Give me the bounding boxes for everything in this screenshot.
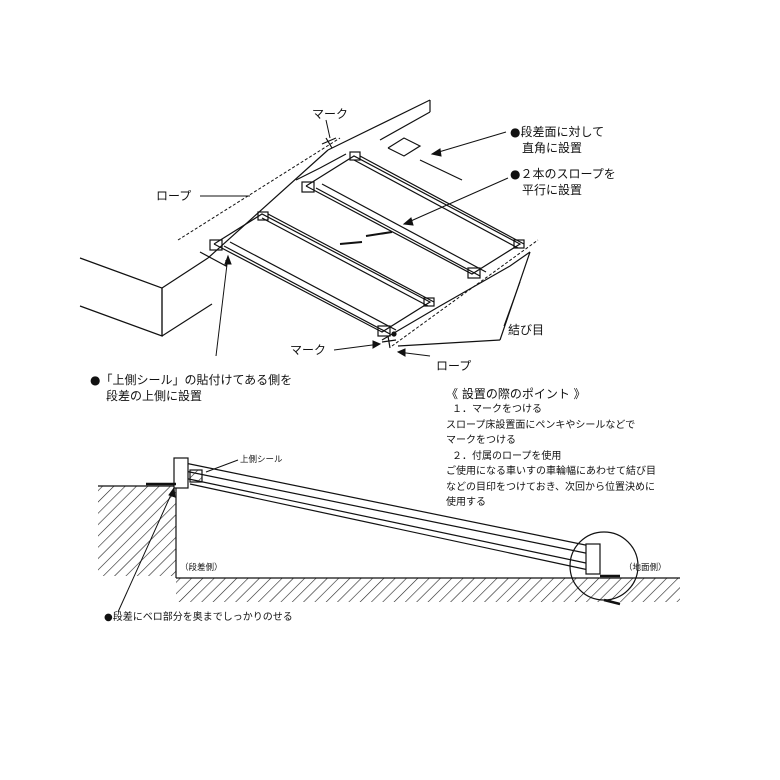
note-parallel-line2: 平行に設置	[522, 182, 582, 197]
points-line-2: スロープ床設置面にペンキやシールなどで	[446, 418, 635, 431]
lower-labels: 上側シール （段差側） （地面側） ●段差にベロ部分を奥までしっかりのせる	[104, 454, 667, 623]
label-mark-top: マーク	[312, 107, 348, 121]
points-heading: 《 設置の際のポイント 》	[446, 386, 586, 401]
label-ground-side: （地面側）	[624, 562, 667, 573]
note-seal-side-line1: ●「上側シール」の貼付けてある側を	[90, 372, 292, 387]
upper-leader-lines	[200, 119, 521, 357]
installation-points: 《 設置の際のポイント 》 １．マークをつける スロープ床設置面にペンキやシール…	[446, 386, 656, 508]
mark-top	[321, 137, 337, 149]
knot-marker	[391, 331, 397, 337]
isometric-ramp-view	[79, 99, 539, 349]
label-mark-bottom: マーク	[290, 343, 326, 357]
label-knot: 結び目	[508, 323, 544, 337]
points-line-7: 使用する	[446, 495, 486, 508]
lower-ground-hatch	[176, 578, 680, 602]
upper-labels: マーク ロープ ●段差面に対して 直角に設置 ●２本のスロープを 平行に設置 結…	[90, 107, 616, 403]
lower-leader-lines	[117, 459, 239, 613]
side-view	[98, 457, 680, 606]
label-step-side: （段差側）	[180, 562, 223, 573]
note-right-angle-line2: 直角に設置	[522, 140, 582, 155]
top-seal	[189, 469, 203, 483]
rope	[177, 137, 539, 347]
ramp-side-body	[146, 457, 620, 578]
ramp-right	[295, 151, 525, 279]
points-line-5: ご使用になる車いすの車輪幅にあわせて結び目	[446, 464, 656, 477]
label-rope-left: ロープ	[156, 189, 191, 203]
note-seal-side-line2: 段差の上側に設置	[106, 388, 202, 403]
note-right-angle-line1: ●段差面に対して	[510, 124, 604, 139]
label-rope-bottom: ロープ	[436, 359, 471, 373]
mark-bottom	[381, 335, 397, 349]
step-block	[79, 99, 463, 337]
points-line-4: ２．付属のロープを使用	[452, 449, 561, 462]
step-ground-hatch	[98, 486, 176, 576]
points-line-3: マークをつける	[446, 434, 516, 446]
points-line-6: などの目印をつけておき、次回から位置決めに	[446, 480, 655, 493]
points-line-1: １．マークをつける	[452, 403, 542, 415]
label-top-seal: 上側シール	[240, 454, 283, 465]
note-parallel-line1: ●２本のスロープを	[510, 167, 616, 181]
ramp-left	[199, 211, 435, 337]
note-bottom: ●段差にベロ部分を奥までしっかりのせる	[104, 610, 293, 623]
